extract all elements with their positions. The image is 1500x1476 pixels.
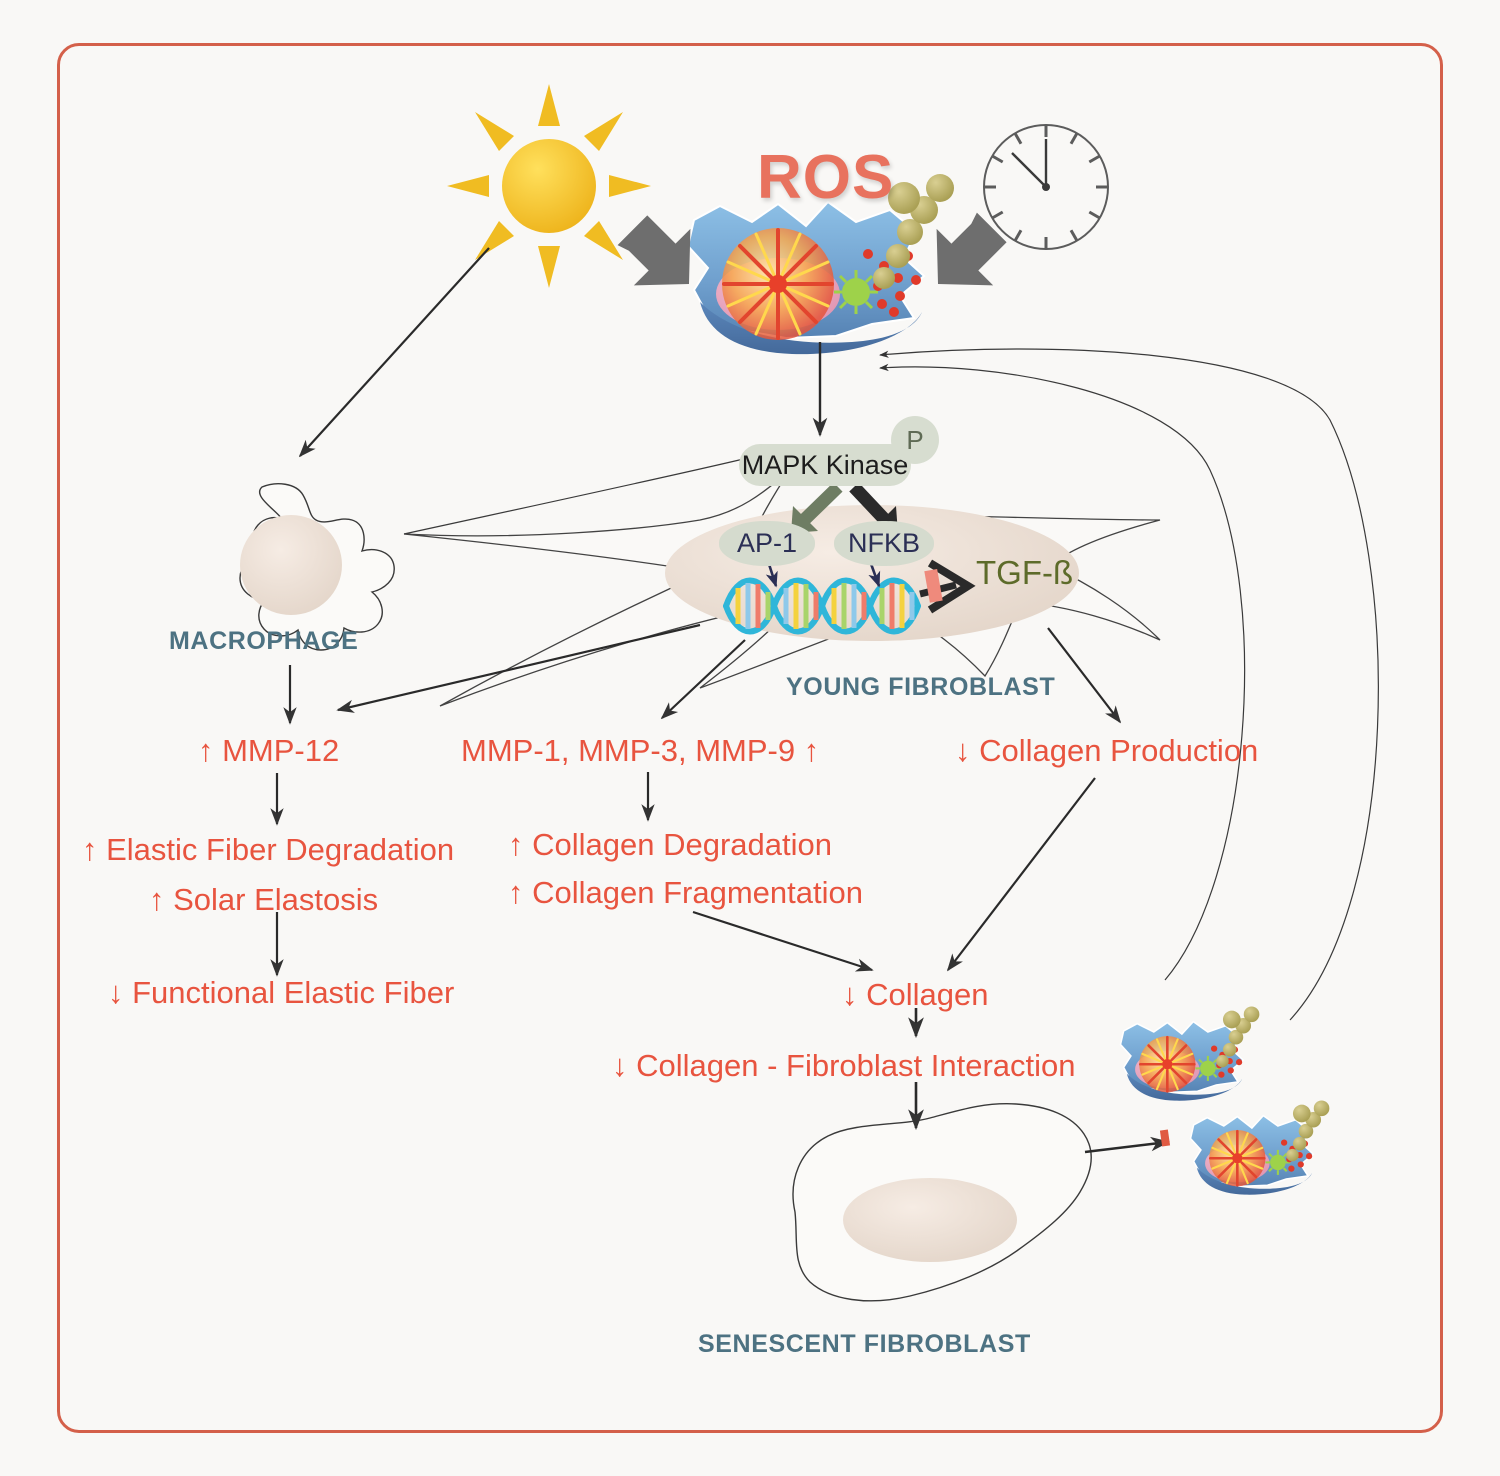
ap1-node[interactable]: AP-1 xyxy=(719,521,815,566)
nfkb-node[interactable]: NFKB xyxy=(834,521,934,566)
mapk-kinase-node[interactable]: MAPK Kinase xyxy=(739,444,911,486)
outcome-solar-elastosis: ↑ Solar Elastosis xyxy=(149,882,379,917)
dna-to-tgfb-inhibited-arrow xyxy=(919,559,976,614)
senescent-cell-illustration-2 xyxy=(1189,1100,1330,1195)
outcome-functional-elastic-fiber: ↓ Functional Elastic Fiber xyxy=(108,975,455,1010)
phospho-node[interactable]: P xyxy=(891,416,939,464)
ros-cell-illustration xyxy=(686,174,954,355)
tgf-beta-label: TGF-ß xyxy=(976,554,1074,591)
tgfb-inhibition-bar xyxy=(924,569,943,603)
uv-to-ros-thick-arrow xyxy=(617,215,691,286)
outcome-collagen-fibroblast-interaction: ↓ Collagen - Fibroblast Interaction xyxy=(612,1048,1076,1083)
clock-to-ros-thick-arrow xyxy=(936,212,1007,286)
outcome-mmp12: ↑ MMP-12 xyxy=(198,733,340,768)
outcome-collagen-production: ↓ Collagen Production xyxy=(955,733,1259,768)
macrophage-caption: MACROPHAGE xyxy=(169,627,359,655)
outcome-elastic-fiber-degradation: ↑ Elastic Fiber Degradation xyxy=(82,832,455,867)
outcome-collagen: ↓ Collagen xyxy=(842,977,989,1012)
clock-icon xyxy=(983,124,1109,250)
sun-icon xyxy=(447,84,651,288)
arrows xyxy=(270,247,1170,1154)
ap1-label: AP-1 xyxy=(736,528,798,558)
outcome-collagen-fragmentation: ↑ Collagen Fragmentation xyxy=(508,875,863,910)
macrophage-outline xyxy=(239,483,395,651)
dna-helix xyxy=(723,577,921,635)
nfkb-label: NFKB xyxy=(847,528,920,558)
senescence-inhibition-bar xyxy=(1159,1129,1171,1147)
feedback-curves xyxy=(403,348,1379,1021)
senescent-cell-illustration-1 xyxy=(1119,1006,1260,1101)
senescent-fibroblast-caption: SENESCENT FIBROBLAST xyxy=(698,1330,1031,1358)
mapk-kinase-label: MAPK Kinase xyxy=(741,449,909,480)
ros-label: ROS xyxy=(757,143,895,212)
outcome-collagen-degradation: ↑ Collagen Degradation xyxy=(508,827,832,862)
young-fibroblast-caption: YOUNG FIBROBLAST xyxy=(786,673,1056,701)
senescent-fibroblast-outline xyxy=(792,1102,1092,1302)
outcome-mmps: MMP-1, MMP-3, MMP-9 ↑ xyxy=(461,733,820,768)
phospho-label: P xyxy=(906,424,924,455)
